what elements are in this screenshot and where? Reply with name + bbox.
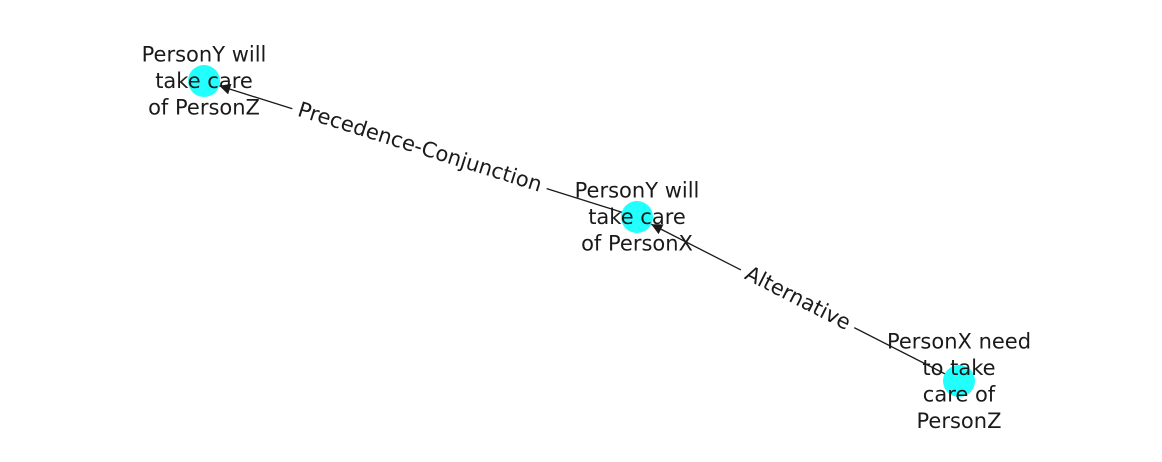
edge-label-text: Precedence-Conjunction: [295, 97, 545, 196]
node-label-line: of PersonX: [581, 232, 693, 256]
node-label-line: to take: [922, 356, 995, 380]
node-label-line: PersonY will: [575, 179, 700, 203]
node-n_y_z: [188, 65, 220, 97]
node-label-line: take care: [588, 205, 686, 229]
node-label-line: PersonZ: [917, 409, 1002, 433]
node-n_x_z: [943, 365, 975, 397]
node-n_y_x: [621, 201, 653, 233]
edge-label-background: [734, 256, 862, 340]
node-label-line: PersonY will: [142, 43, 267, 67]
edge-label-e1: Precedence-Conjunction: [288, 93, 552, 201]
node-label-line: care of: [923, 382, 996, 406]
edge-label-text: Alternative: [741, 261, 855, 335]
edge-label-background: [288, 93, 552, 201]
nodes: [188, 65, 975, 397]
node-label-line: take care: [155, 69, 253, 93]
edge-label-e2: Alternative: [734, 256, 862, 340]
node-label-line: PersonX need: [887, 329, 1031, 353]
node-label-line: of PersonZ: [148, 96, 260, 120]
